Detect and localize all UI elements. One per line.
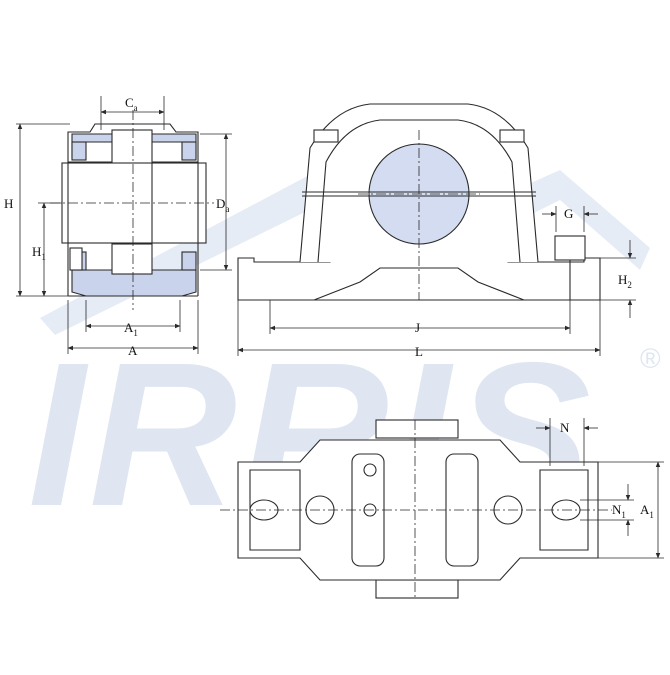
foot-bolt-nut	[554, 235, 586, 261]
label-a1-top: A1	[640, 502, 654, 520]
label-j: J	[415, 320, 420, 335]
seal-upper-right	[181, 141, 197, 161]
cap-bolt-left	[313, 129, 339, 143]
label-g: G	[564, 206, 573, 221]
label-h1: H1	[32, 244, 46, 262]
front-center-recess	[313, 267, 525, 301]
label-h: H	[4, 196, 13, 211]
foot-left	[249, 469, 301, 551]
front-dimensions	[237, 206, 636, 356]
seal-lower-right	[181, 251, 197, 271]
front-housing-inner	[317, 119, 521, 263]
top-dimensions	[536, 418, 664, 559]
label-ca: Ca	[125, 95, 138, 113]
shaft-bottom	[375, 579, 459, 599]
label-n1: N1	[612, 502, 626, 520]
top-view	[220, 419, 612, 599]
foot-right	[539, 469, 589, 551]
seal-upper-left	[71, 141, 87, 161]
housing-sides	[67, 162, 199, 296]
dimension-labels: Ca H H1 Da A1 A G H2 J L N N1 A1	[4, 95, 654, 520]
front-view	[237, 103, 601, 301]
side-section-view	[50, 110, 214, 310]
side-dimensions	[16, 96, 232, 354]
label-n: N	[560, 420, 570, 435]
registered-mark: ®	[640, 343, 661, 374]
roller-upper	[111, 129, 153, 165]
label-a: A	[128, 343, 138, 358]
label-h2: H2	[618, 272, 632, 290]
cap-bolt-right	[499, 129, 525, 143]
bolt-head-1	[363, 463, 377, 477]
label-da: Da	[216, 196, 229, 214]
roller-lower	[111, 243, 153, 275]
label-a1-side: A1	[124, 320, 138, 338]
shaft-top	[375, 419, 459, 439]
bolt-side	[69, 247, 83, 271]
label-l: L	[415, 344, 423, 359]
